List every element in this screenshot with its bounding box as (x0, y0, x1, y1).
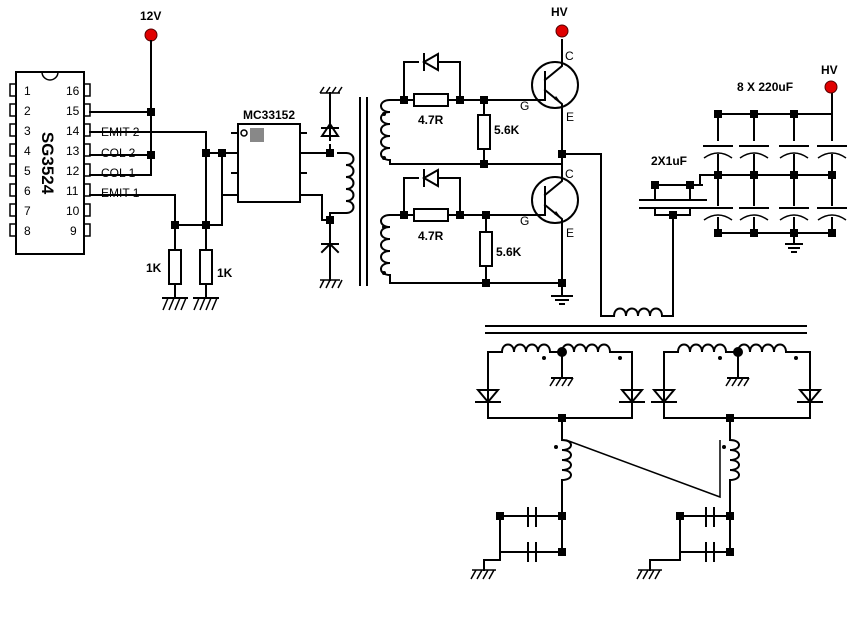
hv-terminal-bank (824, 80, 838, 94)
pin-9: 9 (70, 224, 77, 238)
pin-13: 13 (66, 144, 80, 158)
igbt-upper-e: E (566, 110, 574, 124)
igbt-lower-c: C (565, 167, 574, 181)
igbt-upper-g: G (520, 99, 529, 113)
pin-3: 3 (24, 124, 31, 138)
mc33152-ic (231, 123, 307, 203)
pin-8: 8 (24, 224, 31, 238)
sg3524-ic: SG3524 1 2 3 4 5 6 7 8 16 15 14 13 12 11… (9, 71, 91, 255)
sg3524-label: SG3524 (38, 132, 57, 195)
output-secondary-left (470, 343, 645, 580)
pin-2: 2 (24, 104, 31, 118)
signal-emit-1: EMIT 1 (101, 186, 140, 200)
gate-drive-secondary-upper (380, 52, 563, 168)
igbt-lower-e: E (566, 226, 574, 240)
pin-5: 5 (24, 164, 31, 178)
pin-10: 10 (66, 204, 80, 218)
cap-bank-label: 8 X 220uF (737, 80, 793, 94)
hv-label-bank: HV (821, 63, 838, 77)
output-transformer-core (485, 325, 807, 334)
pin-1: 1 (24, 84, 31, 98)
secondary-interconnect (565, 439, 721, 499)
pin-14: 14 (66, 124, 80, 138)
signal-col-2: COL 2 (101, 146, 136, 160)
pin-6: 6 (24, 184, 31, 198)
gate-shunt-label-lower: 5.6K (496, 245, 522, 259)
gate-drive-secondary-lower (380, 168, 563, 287)
pin-11: 11 (66, 184, 79, 198)
gate-transformer-core (359, 97, 368, 286)
pin-7: 7 (24, 204, 31, 218)
pin-15: 15 (66, 104, 80, 118)
output-secondary-right (636, 343, 823, 580)
coupling-cap-label: 2X1uF (651, 154, 687, 168)
igbt-lower-g: G (520, 214, 529, 228)
gate-drive-primary (305, 86, 355, 289)
output-wiring (561, 153, 707, 318)
gate-shunt-label-upper: 5.6K (494, 123, 520, 137)
pulldown-resistors (162, 249, 219, 311)
pin-4: 4 (24, 144, 31, 158)
igbt-upper-c: C (565, 49, 574, 63)
gate-resistor-label-lower: 4.7R (418, 229, 444, 243)
resistor-1k-label-b: 1K (217, 266, 233, 280)
capacitor-bank (699, 87, 847, 253)
igbt-lower (531, 153, 579, 305)
resistor-1k-label-a: 1K (146, 261, 162, 275)
pin-12: 12 (66, 164, 80, 178)
hv-label-upper: HV (551, 5, 568, 19)
pin-16: 16 (66, 84, 80, 98)
supply-terminal (144, 28, 158, 42)
gate-resistor-label-upper: 4.7R (418, 113, 444, 127)
driver-wiring (89, 40, 239, 251)
supply-label: 12V (140, 9, 161, 23)
signal-col-1: COL 1 (101, 166, 136, 180)
hv-terminal-upper (555, 24, 569, 38)
mc33152-label: MC33152 (243, 108, 295, 122)
